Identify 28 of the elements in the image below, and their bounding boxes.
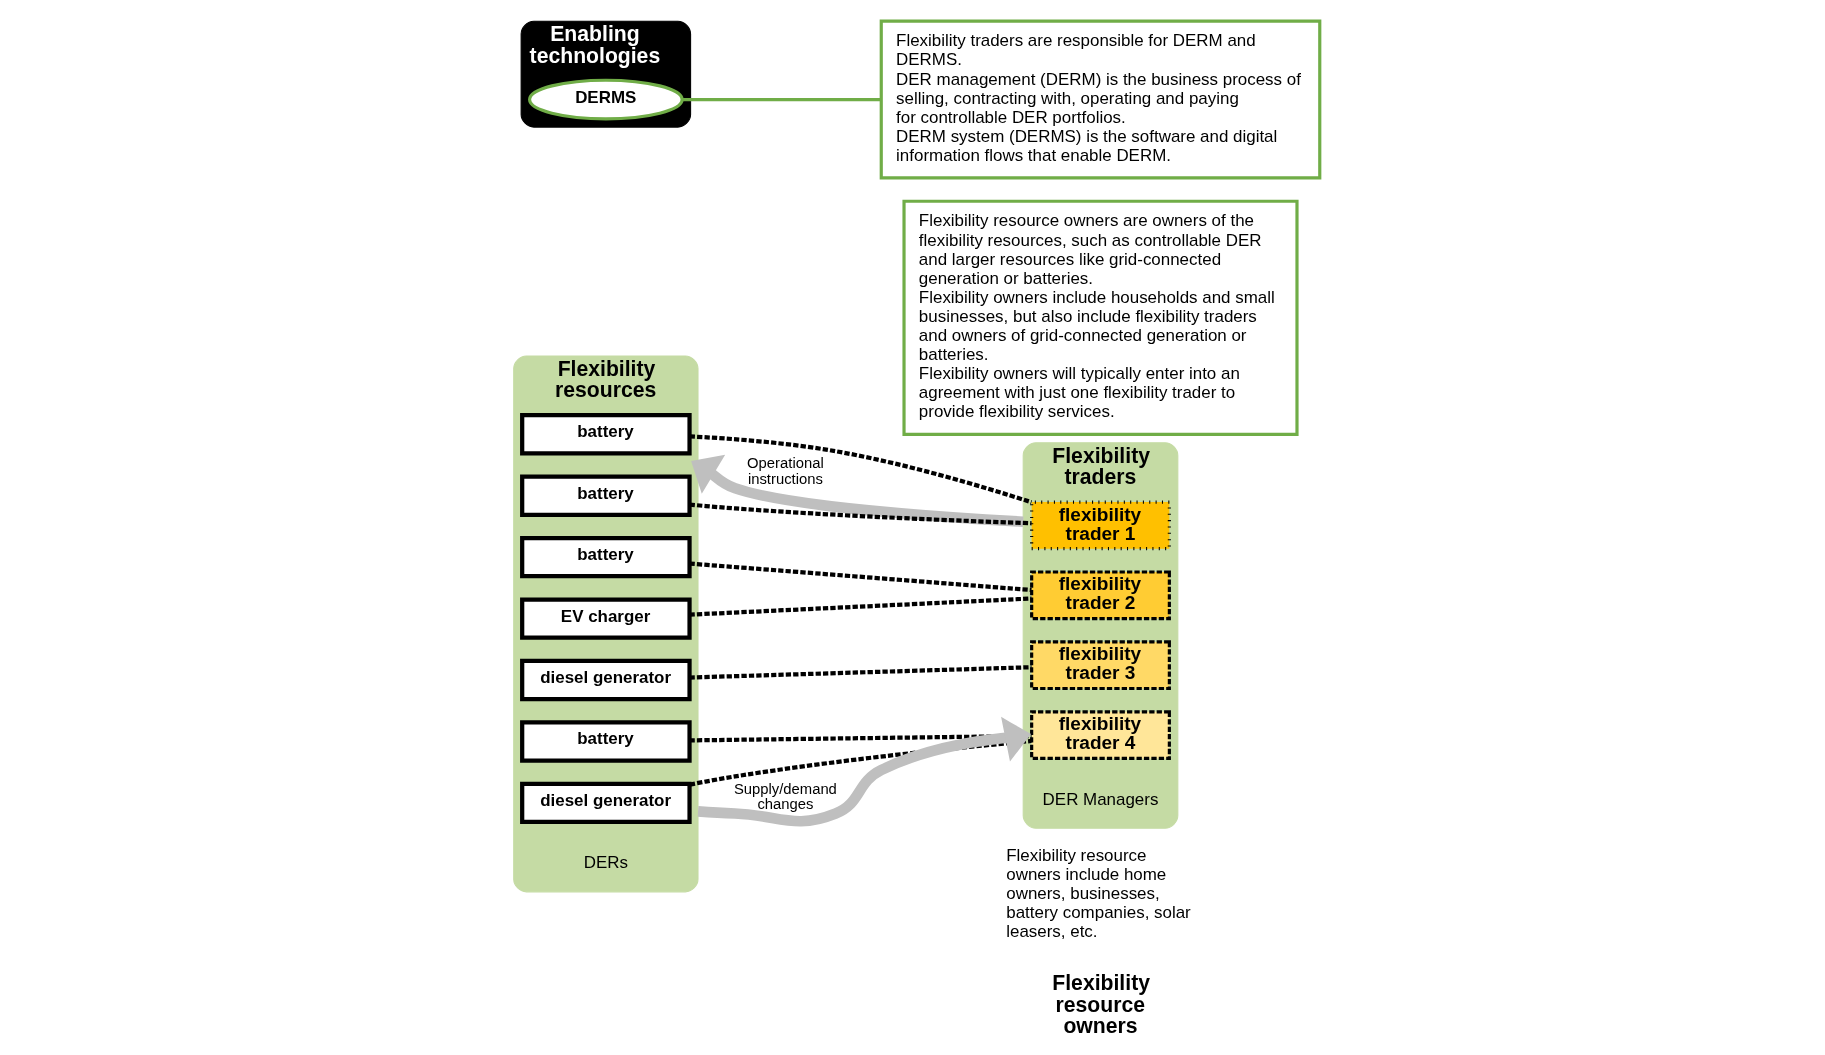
arrow xyxy=(697,716,1032,827)
node-box: Flexibility resource owners are owners of the flexibility resources, such as controllable DER and larger resources like grid-connected generation or batteries. Flexibility owners include households and small businesses, but also include flexibility traders and owners of grid-connected generation or batteries. Flexibility owners will typically enter into an agreement with just one flexibility trader to provide flexibility services. xyxy=(902,199,1299,436)
node-box: battery xyxy=(520,413,692,456)
edge-label: Operational instructions xyxy=(747,455,824,488)
arrow xyxy=(691,454,1024,527)
connector xyxy=(682,98,882,102)
node-box: flexibility trader 1 xyxy=(1030,500,1171,551)
node-ellipse: DERMS xyxy=(528,78,684,121)
node-box: diesel generator xyxy=(520,658,692,702)
connector xyxy=(689,733,1032,743)
label: Flexibility resource owners xyxy=(1052,971,1150,1037)
connector xyxy=(689,665,1032,680)
edge-label: Supply/demand changes xyxy=(733,780,837,813)
connector xyxy=(689,561,1032,593)
node-box: flexibility trader 4 xyxy=(1030,710,1171,760)
node-box: battery xyxy=(520,474,692,517)
node-box: battery xyxy=(520,720,692,763)
node-box: flexibility trader 2 xyxy=(1030,570,1171,621)
node-box: EV charger xyxy=(520,597,692,640)
connector xyxy=(689,434,1033,505)
node-box: battery xyxy=(520,535,692,579)
node-box: flexibility trader 3 xyxy=(1030,640,1171,691)
label: Flexibility resource owners include home owners, businesses, battery companies, solar leasers, etc. xyxy=(1006,845,1191,942)
node-box: diesel generator xyxy=(520,781,692,825)
connector xyxy=(689,596,1032,617)
connector xyxy=(689,502,1032,526)
node-box: Flexibility traders are responsible for DERM and DERMS. DER management (DERM) is the business process of selling, contracting with, operating and paying for controllable DER portfolios. DERM system (DERMS) is the software and digital information flows that enable DERM. xyxy=(879,19,1322,180)
connector xyxy=(689,738,1032,787)
